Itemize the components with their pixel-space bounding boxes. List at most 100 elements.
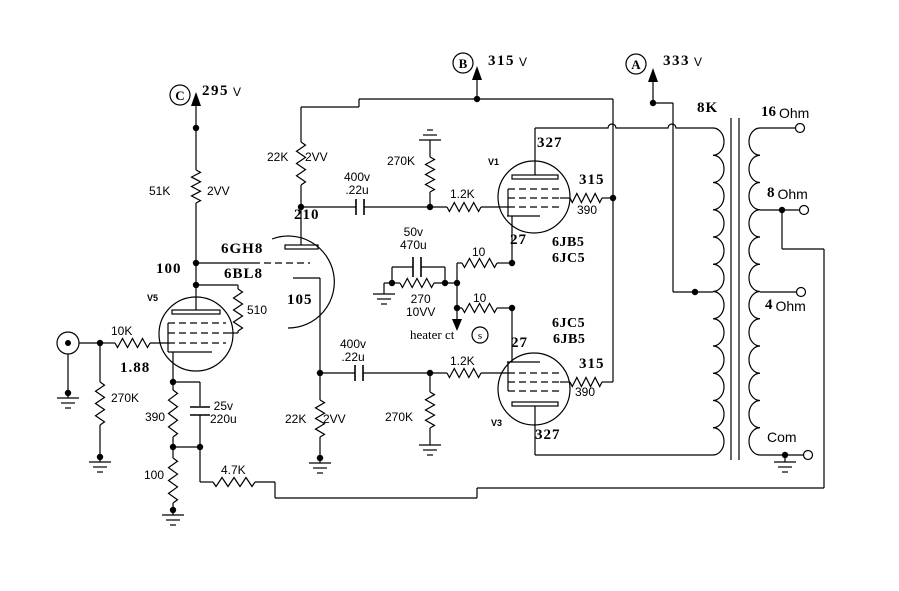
tube-type-6bl8: 6BL8	[224, 266, 264, 282]
cap-top-value: .22u	[345, 182, 369, 197]
label-cap-mid: 50v 470u	[400, 226, 427, 252]
screen-510-branch	[196, 284, 239, 334]
node-315-v1: 315	[579, 172, 605, 188]
tube-type-6jb5-v3: 6JB5	[553, 332, 586, 347]
voltage-c: 295 V	[202, 84, 241, 99]
b-rail	[300, 98, 613, 142]
label-cap-top: 400v .22u	[344, 171, 370, 197]
node-1.88: 1.88	[120, 360, 151, 376]
input-jack	[56, 331, 100, 393]
resistor-270k-input	[94, 381, 106, 426]
tap-16-unit: Ohm	[779, 105, 810, 121]
tube-type-6jb5-v1: 6JB5	[552, 235, 585, 250]
speaker-taps	[760, 122, 814, 461]
label-10k: 10K	[111, 324, 133, 338]
label-390-cathode: 390	[145, 410, 166, 424]
label-22k-bottom-watts: 2VV	[323, 412, 346, 426]
label-270k-top: 270K	[387, 154, 416, 168]
resistor-22k-top	[295, 141, 307, 186]
tap-16ohm: 16 Ohm	[761, 104, 810, 121]
heater-ct-network	[383, 257, 512, 321]
ground-270k-bottom	[419, 440, 441, 456]
resistor-1.2k-top	[446, 201, 482, 213]
node-letter-a: A	[631, 57, 641, 72]
label-100: 100	[144, 468, 165, 482]
v3-tube	[497, 308, 571, 455]
node-27-v1: 27	[510, 232, 527, 248]
cap-mid-voltage: 50v	[403, 225, 424, 239]
v1-plate-wire	[535, 123, 713, 129]
resistor-10-top	[461, 257, 498, 269]
resistor-22k-bottom	[314, 399, 326, 438]
cap-cathode-value: 220u	[210, 411, 237, 426]
secondary-winding	[748, 127, 761, 456]
resistor-100	[167, 457, 179, 504]
cathode-network	[172, 381, 210, 510]
tap-8-unit: Ohm	[777, 186, 808, 202]
tube-type-6gh8: 6GH8	[221, 241, 264, 257]
voltage-c-value: 295	[202, 83, 229, 99]
resistor-270k-bottom	[424, 391, 436, 429]
resistor-10k	[114, 337, 151, 349]
resistor-390-v1	[569, 192, 603, 204]
heater-s-letter: s	[478, 330, 482, 342]
cap-mid-value: 470u	[400, 237, 427, 252]
node-327-v1: 327	[537, 135, 563, 151]
coupling-cap-top	[301, 199, 430, 215]
label-51k-watts: 2VV	[207, 184, 230, 198]
label-cap-bottom: 400v .22u	[340, 338, 366, 364]
voltage-a-value: 333	[663, 53, 690, 69]
label-heater-ct: heater ct	[410, 327, 455, 342]
resistor-10-bottom	[461, 302, 498, 314]
ground-heater	[373, 293, 395, 305]
tube-v5: V5	[147, 293, 159, 303]
terminal-4ohm	[795, 286, 807, 298]
output-transformer	[712, 118, 761, 460]
feedback-path	[199, 210, 825, 499]
label-270: 270 10VV	[406, 293, 435, 319]
voltage-a-unit: V	[694, 55, 703, 69]
phase-inverter-triode	[271, 207, 335, 373]
node-210: 210	[294, 207, 320, 223]
resistor-270-watts: 10VV	[406, 304, 436, 319]
v1-tube	[497, 128, 571, 263]
node-letter-c: C	[175, 88, 184, 103]
resistor-1.2k-bottom	[446, 367, 482, 379]
resistor-390-v3	[569, 376, 603, 388]
resistor-4.7k-feedback	[212, 476, 256, 488]
input-wires	[99, 342, 168, 457]
supply-b	[452, 52, 482, 99]
node-27-v3: 27	[511, 335, 528, 351]
terminal-com	[802, 449, 814, 461]
node-327-v3: 327	[535, 427, 561, 443]
label-22k-bottom: 22K	[285, 412, 307, 426]
primary-winding	[712, 127, 725, 456]
heater-s-circle	[471, 326, 489, 344]
tap-16-value: 16	[761, 104, 776, 120]
label-4.7k: 4.7K	[221, 463, 246, 477]
node-letter-b: B	[459, 56, 468, 71]
label-10-top: 10	[472, 245, 486, 259]
tube-v1: V1	[488, 157, 500, 167]
tap-com: Com	[767, 429, 797, 445]
supply-a	[625, 53, 713, 293]
tube-type-6jc5-v1: 6JC5	[552, 251, 586, 266]
resistor-510	[232, 288, 244, 332]
supply-c	[169, 84, 201, 106]
tap-8ohm: 8 Ohm	[767, 186, 808, 202]
cap-bottom-value: .22u	[341, 349, 365, 364]
cap-bottom-voltage: 400v	[340, 337, 367, 351]
tube-v3: V3	[491, 418, 503, 428]
label-1.2k-top: 1.2K	[450, 187, 475, 201]
label-270k-bottom: 270K	[385, 410, 414, 424]
label-22k-top-watts: 2VV	[305, 150, 328, 164]
label-primary-8k: 8K	[697, 100, 719, 116]
label-390-v3: 390	[575, 385, 596, 399]
cap-top-voltage: 400v	[344, 170, 371, 184]
voltage-a: 333 V	[663, 54, 702, 69]
tap-4-unit: Ohm	[775, 298, 806, 314]
label-270k-input: 270K	[111, 391, 140, 405]
label-51k: 51K	[149, 184, 171, 198]
junction-dots	[64, 95, 789, 514]
